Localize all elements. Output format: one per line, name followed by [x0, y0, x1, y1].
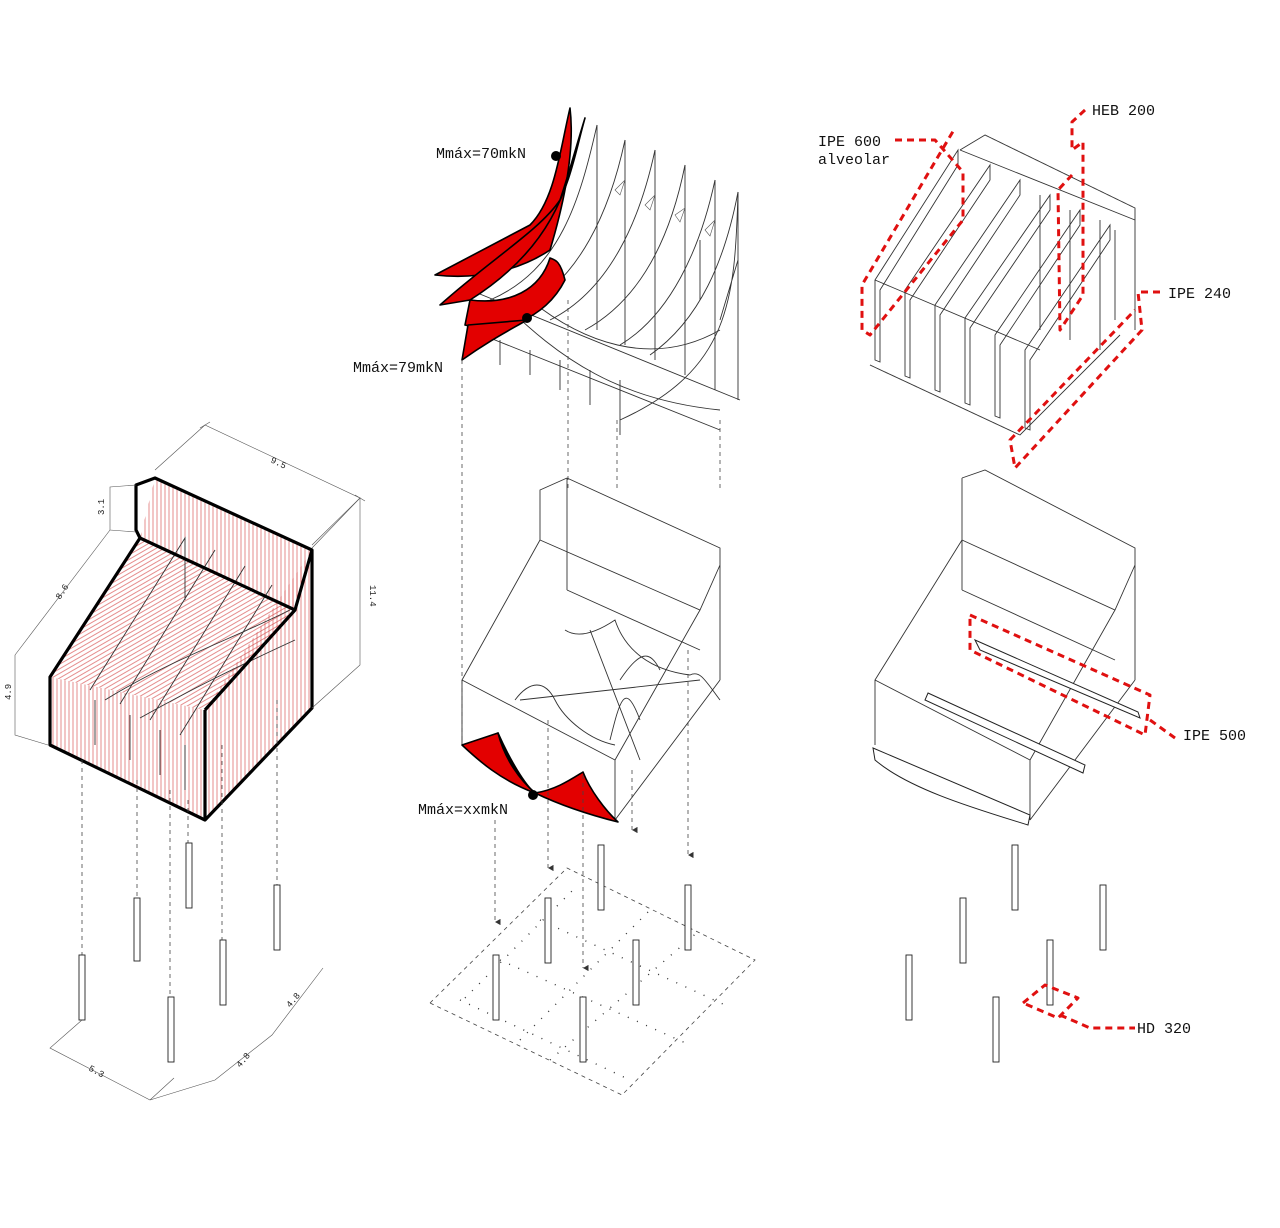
- label-ipe240: IPE 240: [1168, 286, 1231, 303]
- left-panel: 9.5 3.1 8.6 4.9 11.4 5.3 4.8 4.8: [4, 421, 377, 1101]
- callout-ipe500: [968, 613, 1176, 740]
- callout-hd320: [1021, 983, 1135, 1030]
- right-volume: [874, 469, 1136, 821]
- label-heb200: HEB 200: [1092, 103, 1155, 120]
- left-columns: [78, 842, 281, 1063]
- dim-width-top: 9.5: [269, 456, 288, 472]
- dim-height-total: 11.4: [367, 585, 377, 607]
- moment-diagram-top: Mmáx=70mkN Mmáx=79mkN: [353, 107, 586, 377]
- middle-foundation: [429, 867, 756, 1096]
- dim-height-front: 4.9: [4, 684, 14, 700]
- label-hd320: HD 320: [1137, 1021, 1191, 1038]
- callout-ipe600: [860, 127, 965, 337]
- dim-depth-step: 3.1: [97, 499, 107, 515]
- dim-depth-slope: 8.6: [54, 583, 71, 602]
- right-beams: [872, 638, 1141, 826]
- callout-heb200: [1056, 108, 1087, 332]
- callout-ipe240: [1008, 290, 1160, 470]
- right-panel: IPE 600 alveolar HEB 200 IPE 240 IPE 500: [818, 103, 1246, 1063]
- middle-volume: [461, 477, 721, 821]
- moment-label-bottom: Mmáx=xxmkN: [418, 802, 508, 819]
- right-red-callouts: IPE 600 alveolar HEB 200 IPE 240: [818, 103, 1231, 470]
- label-ipe500: IPE 500: [1183, 728, 1246, 745]
- right-frames: [869, 134, 1136, 436]
- middle-panel: Mmáx=70mkN Mmáx=79mkN Mmáx=xxmkN: [353, 107, 756, 1096]
- left-volume: [48, 476, 314, 822]
- dim-grid-y2: 4.8: [285, 991, 303, 1010]
- middle-frames: [469, 124, 741, 435]
- dim-grid-y1: 4.8: [235, 1051, 253, 1070]
- dim-grid-x: 5.3: [87, 1064, 106, 1080]
- moment-label-mid: Mmáx=79mkN: [353, 360, 443, 377]
- middle-columns: [492, 844, 692, 1063]
- label-ipe600-line1: IPE 600: [818, 134, 881, 151]
- right-columns: [905, 844, 1107, 1063]
- label-ipe600-line2: alveolar: [818, 152, 890, 169]
- moment-label-top: Mmáx=70mkN: [436, 146, 526, 163]
- middle-drop-arrows: [494, 650, 694, 972]
- moment-diagram-bottom: Mmáx=xxmkN: [418, 732, 619, 823]
